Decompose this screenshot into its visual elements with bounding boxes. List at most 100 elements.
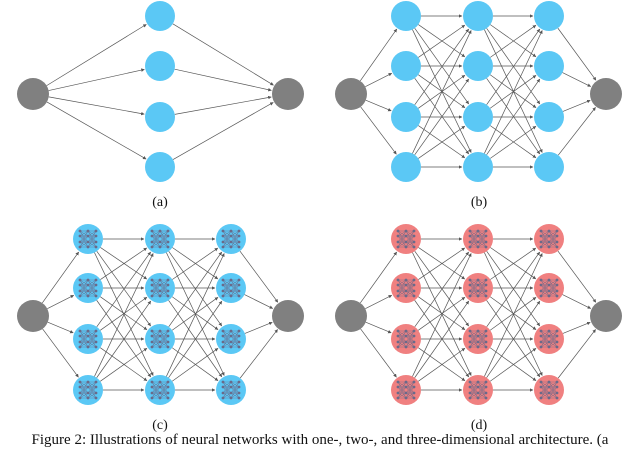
inner-neuron (229, 391, 233, 395)
inner-edge (397, 230, 407, 237)
inner-neuron (237, 278, 241, 282)
inner-edge (222, 330, 232, 343)
inner-neuron (555, 234, 559, 238)
hidden-node (391, 51, 421, 81)
inner-edge (222, 392, 232, 399)
inner-edge (477, 386, 487, 399)
inner-edge (79, 230, 89, 243)
panel-a-label: (a) (152, 195, 168, 210)
inner-neuron (404, 289, 408, 293)
inner-edge (222, 381, 232, 399)
inner-edge (540, 230, 550, 248)
inner-neuron (396, 245, 400, 249)
edge-hidden (414, 78, 469, 155)
inner-edge (230, 279, 240, 292)
edge-output (557, 107, 596, 156)
inner-neuron (94, 396, 98, 400)
inner-edge (79, 330, 89, 343)
inner-neuron (221, 245, 225, 249)
edge-hidden (490, 125, 537, 159)
inner-neuron (412, 385, 416, 389)
inner-edge (79, 235, 89, 248)
inner-neuron (86, 240, 90, 244)
inner-edge (87, 279, 97, 292)
inner-edge (405, 279, 415, 286)
edge-hidden (418, 24, 466, 58)
inner-neuron (484, 340, 488, 344)
inner-neuron (412, 283, 416, 287)
inner-edge (87, 230, 97, 243)
inner-edge (222, 284, 232, 297)
inner-neuron (166, 329, 170, 333)
inner-neuron (166, 240, 170, 244)
inner-neuron (468, 345, 472, 349)
inner-neuron (404, 283, 408, 287)
inner-edge (405, 335, 415, 348)
inner-neuron (547, 245, 551, 249)
edge-hidden (412, 253, 472, 377)
edge-hidden (490, 125, 537, 159)
inner-neuron (158, 245, 162, 249)
inner-edge (151, 279, 161, 286)
inner-neuron (94, 340, 98, 344)
inner-neuron (476, 385, 480, 389)
embedded-network-icon (468, 278, 488, 298)
inner-edge (151, 279, 161, 297)
inner-edge (397, 341, 407, 348)
inner-neuron (396, 294, 400, 298)
edge-hidden (171, 348, 219, 382)
inner-neuron (166, 229, 170, 233)
edge-output (172, 23, 274, 86)
hidden-node (463, 102, 493, 132)
inner-edge (540, 284, 550, 297)
edge-hidden (412, 30, 472, 154)
inner-edge (87, 341, 97, 348)
inner-neuron (237, 294, 241, 298)
inner-neuron (237, 345, 241, 349)
edge-hidden (486, 300, 541, 378)
inner-neuron (150, 385, 154, 389)
inner-neuron (404, 340, 408, 344)
inner-neuron (150, 329, 154, 333)
inner-edge (151, 290, 161, 297)
inner-neuron (221, 278, 225, 282)
inner-edge (548, 235, 558, 248)
inner-neuron (158, 334, 162, 338)
inner-edge (540, 279, 550, 286)
inner-neuron (150, 340, 154, 344)
inner-neuron (468, 229, 472, 233)
edge-hidden (171, 296, 219, 330)
inner-edge (540, 279, 550, 297)
inner-neuron (166, 289, 170, 293)
inner-neuron (78, 278, 82, 282)
inner-edge (151, 284, 161, 297)
inner-neuron (539, 345, 543, 349)
inner-edge (548, 330, 558, 343)
inner-neuron (237, 396, 241, 400)
input-node (17, 300, 49, 332)
inner-neuron (547, 278, 551, 282)
edge-input (48, 68, 145, 91)
inner-edge (540, 279, 550, 292)
inner-edge (397, 284, 407, 297)
inner-edge (230, 230, 240, 248)
inner-edge (151, 381, 161, 394)
inner-edge (469, 230, 479, 248)
edge-output (557, 27, 597, 81)
edge-hidden (100, 247, 148, 280)
inner-neuron (78, 396, 82, 400)
inner-neuron (547, 380, 551, 384)
inner-neuron (404, 391, 408, 395)
embedded-network-icon (539, 229, 559, 249)
inner-edge (159, 290, 169, 297)
inner-edge (548, 230, 558, 248)
edge-hidden (486, 300, 541, 378)
edge-hidden (414, 300, 470, 378)
inner-edge (151, 341, 161, 348)
panel-b-diagram (335, 1, 622, 182)
edge-hidden (96, 300, 152, 378)
inner-edge (230, 335, 240, 348)
inner-edge (405, 230, 415, 237)
inner-neuron (237, 240, 241, 244)
inner-edge (540, 381, 550, 394)
